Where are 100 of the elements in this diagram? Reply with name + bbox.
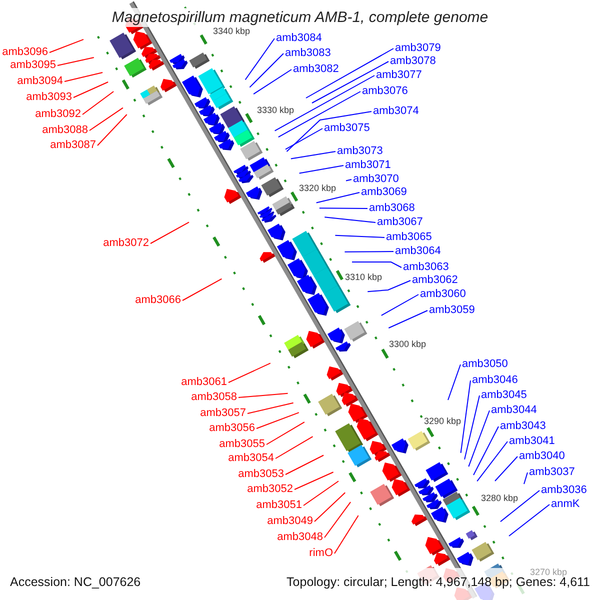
leader-line — [249, 53, 284, 88]
accession-text: Accession: NC_007626 — [10, 574, 141, 590]
gene-label: amb3094 — [17, 74, 63, 88]
leader-line — [508, 504, 550, 536]
leader-line — [82, 91, 114, 115]
leader-line — [352, 262, 402, 268]
leader-line — [73, 82, 109, 98]
leader-line — [460, 380, 471, 454]
leader-line — [266, 422, 305, 445]
leader-line — [344, 251, 394, 252]
leader-line — [494, 456, 518, 482]
gene-label: amb3075 — [324, 122, 370, 134]
gene-label: amb3095 — [10, 58, 56, 72]
gene-label: amb3063 — [403, 260, 449, 274]
leader-line — [312, 61, 389, 104]
leader-line — [290, 151, 336, 160]
gene-label: amb3062 — [412, 274, 458, 286]
leader-line — [306, 48, 394, 98]
leader-line — [298, 165, 344, 174]
leader-line — [182, 278, 222, 301]
leader-line — [228, 362, 271, 383]
leader-line — [294, 472, 334, 490]
gene-label: amb3055 — [219, 438, 265, 450]
leader-line — [150, 222, 190, 244]
gene-label: amb3079 — [395, 42, 441, 54]
gene-label: rimO — [309, 546, 333, 560]
leader-line — [278, 91, 361, 138]
scale-label: 3270 kbp — [530, 566, 568, 577]
gene-label: amb3072 — [103, 236, 149, 250]
gene-label: amb3041 — [509, 434, 555, 448]
gene-label: anmK — [551, 498, 580, 510]
leader-line — [275, 436, 314, 459]
leader-line — [256, 412, 300, 429]
gene-label: amb3053 — [238, 468, 284, 480]
leader-line — [334, 514, 359, 554]
gene-label: amb3073 — [337, 144, 383, 158]
leader-line — [49, 38, 84, 53]
leader-line — [274, 75, 375, 132]
gene-label: amb3070 — [353, 172, 399, 186]
gene-label: amb3064 — [395, 244, 441, 258]
leader-line — [380, 294, 419, 316]
gene-label: amb3056 — [209, 422, 255, 434]
leader-line — [524, 472, 528, 484]
gene-label: amb3087 — [50, 138, 96, 152]
gene-label: amb3057 — [200, 406, 246, 420]
leader-line — [346, 179, 352, 182]
scale-label: 3310 kbp — [345, 272, 382, 282]
leader-line — [57, 56, 94, 66]
gene-label: amb3051 — [256, 498, 302, 512]
gene-label: amb3092 — [35, 108, 81, 120]
gene-label: amb3060 — [420, 288, 466, 300]
gene-label: amb3065 — [386, 230, 432, 244]
gene-label: amb3048 — [277, 530, 323, 544]
leader-line — [464, 395, 480, 460]
gene-label: amb3093 — [26, 90, 72, 104]
gene-label: amb3067 — [377, 216, 423, 228]
leader-line — [448, 364, 461, 400]
gene-label: amb3083 — [285, 46, 331, 60]
leader-line — [388, 310, 428, 328]
leader-line — [244, 38, 275, 80]
leader-line — [253, 69, 292, 95]
leader-line — [476, 441, 508, 482]
gene-label: amb3096 — [2, 46, 48, 58]
leader-line — [334, 234, 385, 238]
scale-label: 3280 kbp — [481, 492, 518, 504]
leader-line — [468, 410, 490, 468]
leader-line — [64, 72, 104, 82]
gene-label: amb3044 — [491, 404, 537, 416]
gene-label: amb3074 — [373, 104, 419, 118]
gene-label: amb3076 — [362, 84, 408, 98]
gene-label: amb3082 — [293, 62, 339, 76]
gene-label: amb3077 — [376, 68, 422, 82]
gene-label: amb3066 — [135, 294, 181, 306]
scale-label: 3320 kbp — [299, 182, 336, 194]
gene-label: amb3052 — [247, 482, 293, 496]
leader-line — [303, 480, 339, 506]
leader-line — [324, 216, 376, 223]
gene-label: amb3049 — [267, 514, 313, 528]
gene-label: amb3036 — [541, 484, 587, 496]
gene-label: amb3037 — [529, 466, 575, 478]
leader-line — [247, 402, 294, 414]
gene-label: amb3078 — [390, 54, 436, 68]
gene-label: amb3045 — [481, 388, 527, 402]
leader-line — [314, 492, 346, 522]
leader-line — [285, 454, 324, 475]
leader-line — [473, 426, 499, 476]
leader-line — [316, 192, 360, 204]
leader-line — [97, 114, 128, 146]
gene-label: amb3069 — [361, 186, 407, 198]
scale-label: 3340 kbp — [213, 26, 250, 36]
gene-label: amb3058 — [191, 390, 237, 404]
gene-label: amb3050 — [462, 358, 508, 370]
gene-label: amb3061 — [181, 376, 227, 388]
leader-line — [367, 280, 411, 292]
gene-label: amb3071 — [345, 158, 391, 172]
leader-line — [318, 208, 368, 209]
gene-label: amb3059 — [429, 304, 475, 316]
gene-label: amb3054 — [228, 452, 274, 464]
leader-line — [500, 490, 540, 522]
gene-label: amb3046 — [472, 374, 518, 386]
